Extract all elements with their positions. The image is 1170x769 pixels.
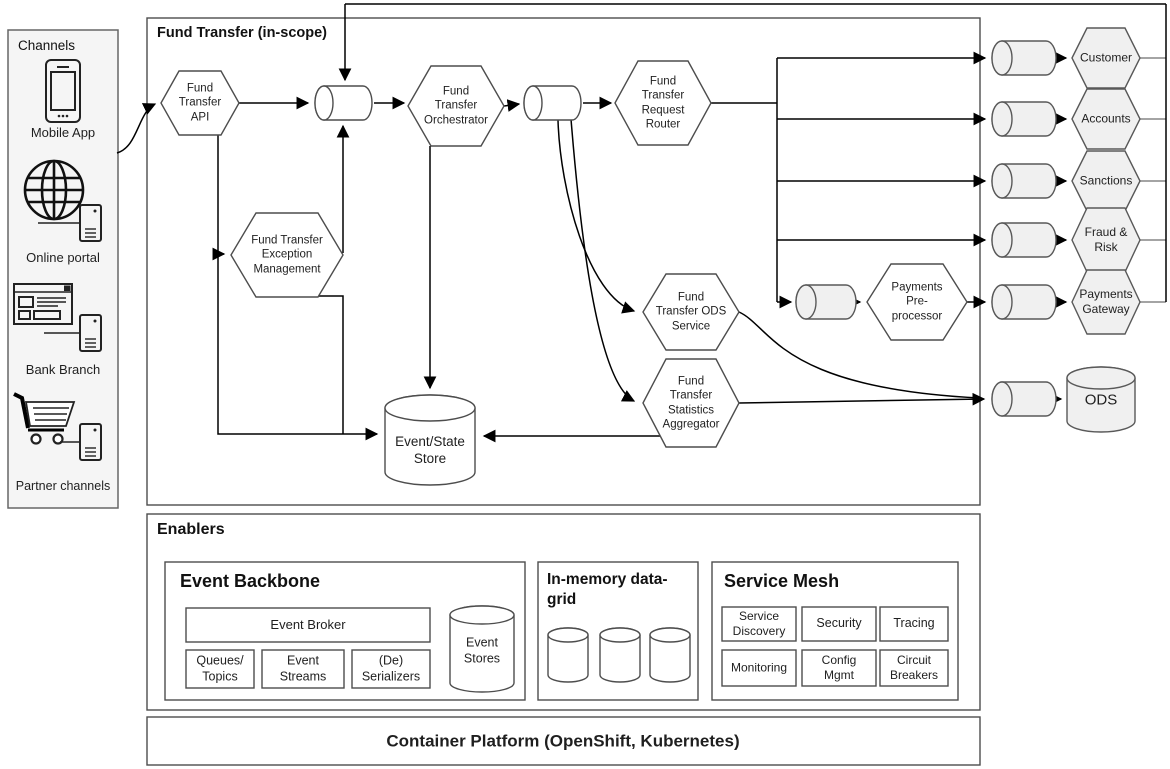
node-customer <box>1071 27 1141 89</box>
api-eventstore <box>217 135 379 441</box>
in-memory-grid-title: In-memory data- grid <box>547 571 668 609</box>
monitoring-label: Monitoring <box>730 660 788 675</box>
queue-before-fraud <box>991 222 1057 258</box>
channel-mobile-app-label: Mobile App <box>30 124 96 140</box>
accounts-label: Accounts <box>1081 111 1131 126</box>
fund-transfer-title: Fund Transfer (in-scope) <box>157 25 327 41</box>
ods-label: ODS <box>1084 391 1118 409</box>
event-backbone-title: Event Backbone <box>180 571 321 591</box>
event-streams-label: Event Streams <box>279 653 327 683</box>
channel-online-portal-label: Online portal <box>26 249 100 265</box>
security-box <box>801 606 877 642</box>
payments-preprocessor-label: Payments Pre- processor <box>891 281 943 323</box>
enablers-title: Enablers <box>157 521 225 538</box>
fund-transfer-nodes <box>160 60 968 486</box>
fraud-risk-label: Fraud & Risk <box>1084 225 1128 254</box>
channel-bank-branch-label: Bank Branch <box>25 361 101 377</box>
node-payments-preprocessor <box>866 263 968 341</box>
node-event-state-store <box>384 394 476 486</box>
serializers-label: (De) Serializers <box>361 653 421 683</box>
channel-partner-channels-label: Partner channels <box>15 479 111 494</box>
node-preprocessor-queue <box>795 284 857 320</box>
stats-aggregator-label: Fund Transfer Statistics Aggregator <box>662 375 720 431</box>
bank-branch-server-icon <box>44 314 102 352</box>
event-stores-cylinder <box>449 605 515 693</box>
queues-topics-label: Queues/ Topics <box>196 653 244 683</box>
online-portal-server-icon <box>38 204 102 242</box>
queue-before-ods <box>991 381 1057 417</box>
queues-topics-box <box>185 649 255 689</box>
orchestrator-label: Fund Transfer Orchestrator <box>424 85 488 127</box>
tracing-box <box>879 606 949 642</box>
channels-title: Channels <box>18 38 76 53</box>
circuit-breakers-label: Circuit Breakers <box>889 653 939 682</box>
connector-orchestrator-queue2 <box>503 99 521 112</box>
node-stats-aggregator <box>642 358 740 448</box>
node-exception-management <box>230 212 344 298</box>
in-memory-cylinder-3 <box>649 627 691 683</box>
node-accounts <box>1071 88 1141 150</box>
partner-server-icon <box>60 423 102 461</box>
queue-before-sanctions <box>991 163 1057 199</box>
monitoring-box <box>721 649 797 687</box>
event-broker-label: Event Broker <box>270 616 346 632</box>
container-platform-title: Container Platform (OpenShift, Kubernete… <box>386 731 740 751</box>
container-platform-box <box>146 716 981 766</box>
event-stores-label: Event Stores <box>463 635 501 665</box>
queue-before-accounts <box>991 101 1057 137</box>
security-label: Security <box>816 616 862 631</box>
config-mgmt-label: Config Mgmt <box>821 653 857 682</box>
exception-management-label: Fund Transfer Exception Management <box>251 234 323 276</box>
node-ods-database <box>1066 366 1136 433</box>
ods-service-label: Fund Transfer ODS Service <box>655 291 727 333</box>
mobile-phone-icon <box>45 59 81 123</box>
external-nodes <box>991 27 1141 433</box>
queue-before-customer <box>991 40 1057 76</box>
event-broker-box <box>185 607 431 643</box>
service-discovery-box <box>721 606 797 642</box>
in-memory-cylinder-1 <box>547 627 589 683</box>
service-mesh-title: Service Mesh <box>724 571 840 591</box>
sanctions-label: Sanctions <box>1079 173 1133 188</box>
globe-icon <box>23 159 85 221</box>
event-state-store-label: Event/State Store <box>395 434 465 466</box>
queue2-odsservice <box>557 119 636 314</box>
tracing-label: Tracing <box>893 616 935 631</box>
in-memory-cylinder-2 <box>599 627 641 683</box>
serializers-box <box>351 649 431 689</box>
api-label: Fund Transfer API <box>178 82 222 124</box>
node-queue-2 <box>523 85 582 121</box>
node-request-router <box>614 60 712 146</box>
config-mgmt-box <box>801 649 877 687</box>
node-payments-gateway <box>1071 269 1141 335</box>
exception-eventstore <box>318 295 344 434</box>
enabler-shapes <box>185 605 949 693</box>
customer-label: Customer <box>1079 50 1133 65</box>
node-queue-1 <box>314 85 373 121</box>
node-fund-transfer-api <box>160 70 240 136</box>
payments-gateway-label: Payments Gateway <box>1079 287 1133 316</box>
stats-odsqueue <box>738 392 986 406</box>
queue-before-gateway <box>991 284 1057 320</box>
queue2-statsaggregator <box>570 118 636 402</box>
node-orchestrator <box>407 65 505 147</box>
browser-window-icon <box>13 283 73 325</box>
node-ods-service <box>642 273 740 351</box>
event-streams-box <box>261 649 345 689</box>
connector-channels-api <box>116 103 157 154</box>
circuit-breakers-box <box>879 649 949 687</box>
connectors <box>116 3 1167 443</box>
service-discovery-label: Service Discovery <box>732 609 786 638</box>
request-router-label: Fund Transfer Request Router <box>641 75 685 131</box>
odsservice-odsrow <box>738 311 981 399</box>
